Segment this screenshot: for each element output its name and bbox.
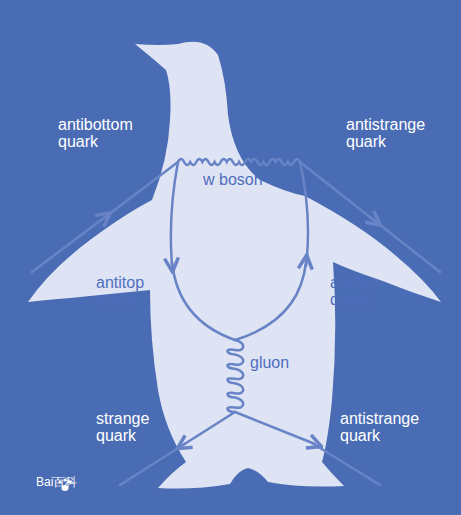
particle-label: antistrange quark: [346, 116, 425, 151]
boson-label: w boson: [203, 171, 263, 188]
particle-label: antitop quark: [330, 274, 378, 309]
particle-label: strange quark: [96, 410, 149, 445]
penguin-silhouette: [28, 42, 441, 489]
watermark: Bai百科: [36, 476, 77, 489]
boson-label: gluon: [250, 354, 289, 371]
particle-label: antitop quark: [96, 274, 144, 309]
particle-label: antistrange quark: [340, 410, 419, 445]
feynman-lines: [32, 159, 440, 485]
particle-label: antibottom quark: [58, 116, 133, 151]
